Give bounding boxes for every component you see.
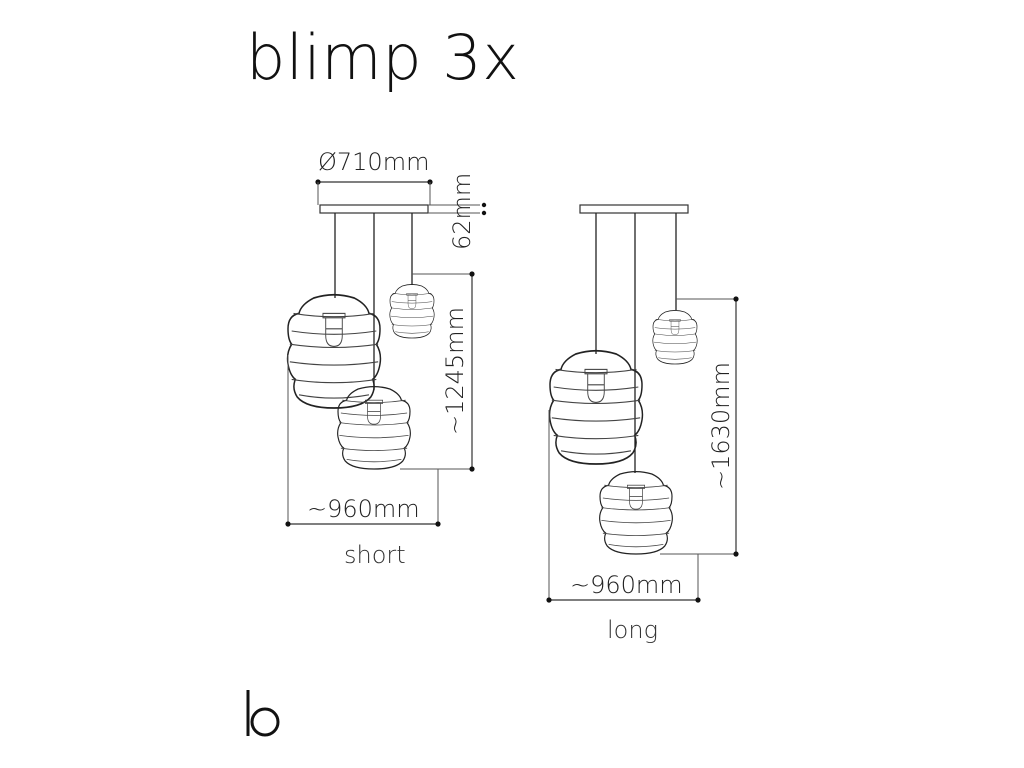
ceiling-canopy [579, 204, 689, 214]
shade-large [548, 349, 644, 465]
long-view: ~1630mm ~960mm long [546, 204, 739, 644]
caption-long: long [607, 616, 658, 644]
page-title: blimp 3x [246, 21, 520, 94]
ceiling-canopy [319, 204, 429, 214]
dim-total-width: ~960mm [570, 571, 683, 599]
shade-small [652, 310, 698, 365]
dim-total-height: ~1630mm [707, 362, 735, 490]
short-view: Ø710mm 62mm ~1245mm ~960mm short [285, 148, 487, 569]
dim-canopy-diameter: Ø710mm [318, 148, 429, 176]
shade-large [286, 293, 382, 409]
dim-total-width: ~960mm [307, 495, 420, 523]
shade-medium [599, 470, 673, 555]
dim-canopy-height: 62mm [448, 173, 476, 250]
brand-logo-b [246, 690, 280, 737]
shade-small [389, 284, 435, 339]
dim-total-height: ~1245mm [441, 307, 469, 435]
caption-short: short [344, 541, 406, 569]
shade-medium [337, 385, 411, 470]
